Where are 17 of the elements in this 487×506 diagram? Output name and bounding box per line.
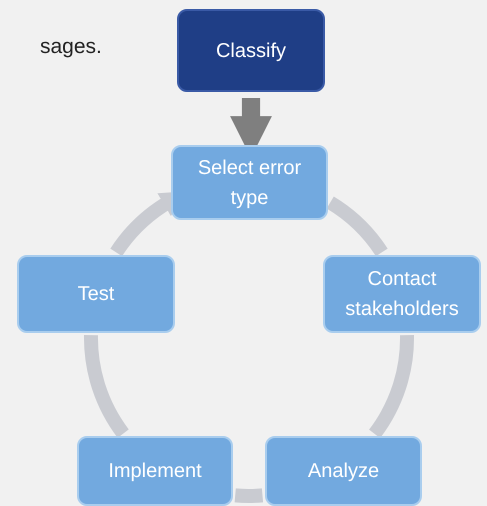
process-box xyxy=(265,436,422,506)
process-box xyxy=(171,145,328,220)
box-label: Contact stakeholders xyxy=(344,267,460,322)
process-box xyxy=(17,255,175,333)
box-label: Select error type xyxy=(196,156,302,210)
box-label: Test xyxy=(78,282,114,307)
cycle-arc xyxy=(234,488,263,503)
box-label: Analyze xyxy=(308,459,380,484)
box-label: Implement xyxy=(108,459,202,484)
cycle-arc xyxy=(326,196,388,257)
cycle-arc xyxy=(84,334,129,438)
process-box xyxy=(177,9,325,92)
process-box xyxy=(77,436,233,506)
process-box xyxy=(323,255,481,333)
box-label: Classify xyxy=(216,38,286,64)
body-text: sages. xyxy=(40,34,102,60)
cycle-arc xyxy=(368,334,414,438)
